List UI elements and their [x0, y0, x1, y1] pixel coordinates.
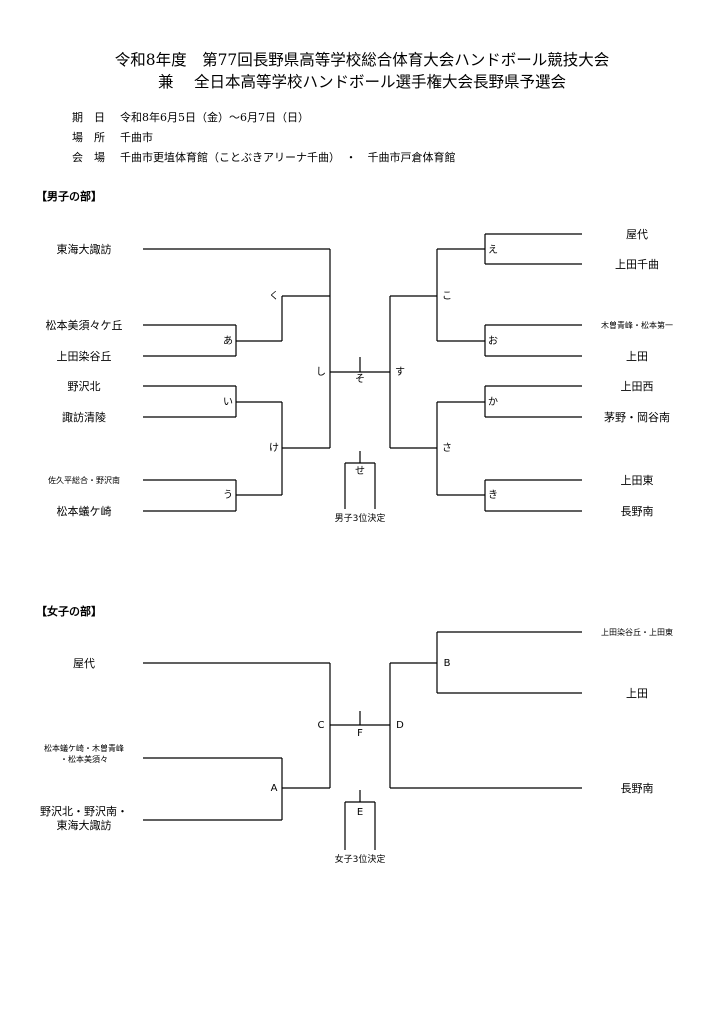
info-value-place: 千曲市 [120, 131, 153, 144]
boys-match-label: お [488, 335, 498, 347]
girls-team-left: 野沢北・野沢南・ [40, 804, 128, 818]
boys-team-left: 諏訪清陵 [62, 410, 106, 424]
boys-match-label: そ [355, 373, 365, 385]
boys-match-label: え [488, 244, 498, 256]
girls-team-right: 上田 [626, 687, 648, 700]
info-label-venue: 会 場 [72, 151, 105, 164]
info-value-venue: 千曲市更埴体育館（ことぶきアリーナ千曲） ・ 千曲市戸倉体育館 [120, 151, 456, 164]
boys-team-left: 東海大諏訪 [57, 242, 112, 256]
girls-team-left: 松本蟻ケ崎・木曽青峰 [44, 743, 124, 753]
boys-team-left: 松本蟻ケ崎 [57, 504, 112, 518]
boys-match-label: こ [442, 291, 452, 302]
boys-team-right: 茅野・岡谷南 [604, 411, 670, 424]
boys-team-right: 上田千曲 [615, 258, 659, 271]
info-label-place: 場 所 [72, 131, 105, 144]
boys-section-title: 【男子の部】 [36, 190, 102, 203]
title-line-2: 兼 全日本高等学校ハンドボール選手権大会長野県予選会 [158, 73, 566, 91]
girls-team-right: 長野南 [621, 782, 654, 795]
boys-match-label: う [223, 489, 233, 501]
boys-team-left: 上田染谷丘 [57, 349, 112, 363]
boys-bracket-lines [143, 233, 582, 512]
boys-team-left: 松本美須々ケ丘 [46, 318, 123, 332]
boys-team-right: 上田西 [621, 380, 654, 393]
girls-third-place-caption: 女子3位決定 [335, 853, 386, 865]
boys-team-right: 木曽青峰・松本第一 [601, 320, 673, 330]
boys-match-label: さ [442, 442, 452, 454]
boys-match-label: い [223, 397, 233, 408]
girls-match-label: D [396, 720, 404, 731]
boys-match-label: せ [355, 465, 365, 477]
girls-team-left: 東海大諏訪 [57, 818, 112, 832]
boys-team-left: 野沢北 [68, 379, 101, 393]
boys-match-label: け [269, 442, 279, 454]
boys-match-label: し [316, 366, 326, 378]
girls-match-label: C [318, 720, 325, 731]
girls-section-title: 【女子の部】 [36, 605, 102, 618]
boys-team-right: 長野南 [621, 505, 654, 518]
girls-match-label: E [357, 807, 363, 818]
girls-team-left: ・松本美須々 [60, 754, 108, 764]
boys-team-right: 上田 [626, 350, 648, 363]
boys-match-label: か [488, 396, 498, 408]
girls-team-left: 屋代 [73, 657, 95, 670]
boys-third-place-caption: 男子3位決定 [335, 512, 386, 524]
boys-match-label: く [269, 291, 279, 302]
girls-match-label: A [271, 783, 278, 794]
boys-match-label: き [488, 489, 498, 501]
title-line-1: 令和8年度 第77回長野県高等学校総合体育大会ハンドボール競技大会 [114, 51, 610, 69]
info-value-date: 令和8年6月5日（金）～6月7日（日） [120, 111, 309, 124]
girls-match-label: F [357, 728, 363, 739]
boys-team-right: 上田東 [621, 474, 654, 487]
girls-match-label: B [444, 658, 451, 669]
boys-team-right: 屋代 [626, 228, 648, 241]
boys-match-label: す [395, 366, 405, 378]
girls-team-right: 上田染谷丘・上田東 [601, 627, 673, 637]
girls-bracket-lines [143, 631, 582, 850]
boys-team-left: 佐久平総合・野沢南 [48, 475, 120, 485]
boys-match-label: あ [223, 335, 233, 347]
info-label-date: 期 日 [72, 111, 105, 124]
